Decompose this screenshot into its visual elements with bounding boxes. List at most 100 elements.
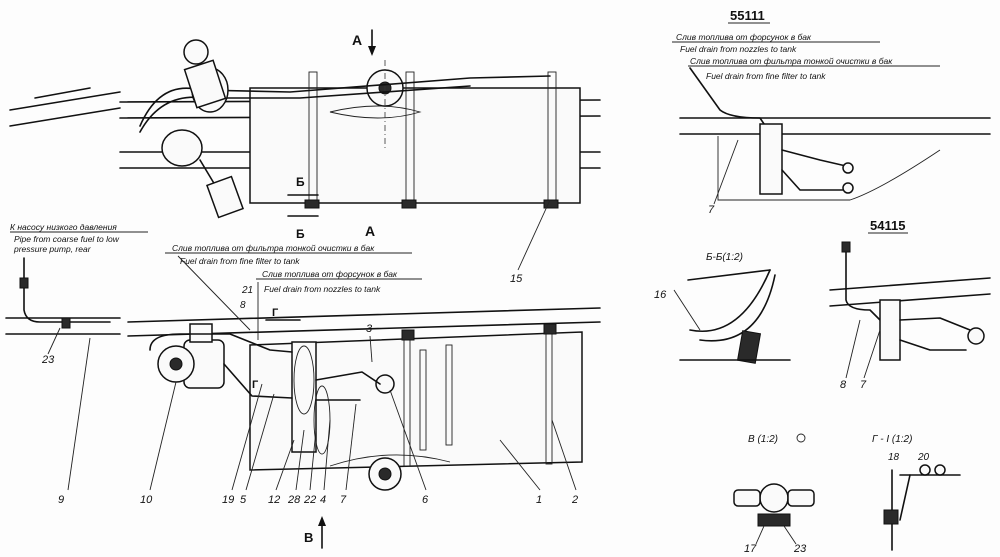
tank-filler-outline [329, 105, 422, 119]
leader-8r [845, 319, 861, 379]
section-marker-b-top: Б [296, 175, 305, 189]
callout-12: 12 [268, 494, 280, 506]
leader-19 [231, 383, 263, 491]
hose-clamp [206, 175, 244, 219]
callout-22: 22 [303, 494, 316, 506]
fitting [842, 162, 854, 174]
callout-21: 21 [241, 285, 253, 296]
coarse-filter-housing [183, 59, 227, 109]
callout-7-54115: 7 [860, 379, 867, 391]
view-g-nut [919, 464, 931, 476]
strap-top [543, 323, 557, 335]
label-filter-ru: Слив топлива от фильтра тонкой очистки в… [172, 243, 375, 253]
frame-rail-top-left [9, 91, 121, 127]
strap-foot [304, 199, 320, 209]
callout-19: 19 [222, 494, 234, 506]
strap-side-2 [419, 349, 427, 451]
label-r-filter-en: Fuel drain from fine filter to tank [706, 71, 826, 81]
section-frame-top [687, 269, 771, 281]
pump-top-view [161, 129, 203, 167]
view-marker-a-mid: А [365, 223, 375, 239]
arrow-head [318, 516, 326, 526]
fuel-tank-side-view [249, 331, 583, 471]
leader-28 [295, 429, 305, 491]
view-g-detail: Г - I (1:2) 18 20 [872, 434, 961, 551]
fitting-54115 [967, 327, 985, 345]
callout-16: 16 [654, 289, 667, 301]
strap-side-3 [445, 344, 453, 446]
frame-detail [34, 87, 91, 99]
leader-4 [323, 419, 331, 491]
drain-pipe-54115 [845, 249, 881, 321]
pipe-54115-1 [899, 317, 971, 331]
model-label-55111: 55111 [730, 8, 765, 23]
fitting [842, 182, 854, 194]
pump-hub [169, 357, 183, 371]
leader-23 [47, 327, 61, 355]
callout-7-55111: 7 [708, 204, 715, 216]
callout-23-view-v: 23 [793, 543, 807, 555]
leader-12 [275, 439, 295, 491]
view-g-clamp [883, 509, 899, 525]
leader-9 [67, 337, 91, 491]
leader-1 [499, 439, 541, 491]
view-v-fitting-left [733, 489, 761, 507]
pipe-side-3 [315, 371, 381, 385]
callout-23: 23 [41, 354, 55, 366]
arrow-head [368, 46, 376, 56]
strap-foot [401, 199, 417, 209]
callout-9: 9 [58, 494, 64, 506]
callout-2: 2 [571, 494, 578, 506]
pipe-55111-1 [781, 149, 847, 167]
label-pump-ru: К насосу низкого давления [10, 222, 117, 232]
leader-3 [369, 335, 373, 363]
callout-18: 18 [888, 452, 900, 463]
variant-54115: 54115 8 7 [829, 218, 991, 391]
filter-bottom-cap [378, 467, 392, 481]
callout-4: 4 [320, 494, 326, 506]
pipe-clip [19, 277, 29, 289]
callout-8: 8 [240, 300, 246, 311]
leader-10 [149, 381, 177, 491]
leader-v [755, 525, 797, 545]
section-line-b [287, 194, 319, 217]
fuel-pipe-top [139, 75, 551, 127]
bracket-outline [717, 136, 941, 201]
callout-1: 1 [536, 494, 542, 506]
label-filter-en: Fuel drain from fine filter to tank [180, 256, 300, 266]
leader-2 [551, 419, 577, 491]
leader-7 [345, 403, 357, 491]
view-marker-g-mid: Г [252, 379, 259, 391]
callout-15: 15 [510, 273, 523, 285]
pipe-clip [61, 317, 71, 329]
drain-fitting [375, 374, 395, 394]
callout-17: 17 [744, 543, 757, 555]
label-pump-en-1: Pipe from coarse fuel to low [14, 234, 120, 244]
label-r-filter-ru: Слив топлива от фильтра тонкой очистки в… [690, 56, 893, 66]
variant-55111: 55111 Слив топлива от форсунок в бак Fue… [672, 8, 991, 216]
filter-54115 [879, 299, 901, 361]
view-label-v: В (1:2) [748, 434, 778, 445]
leader-22 [309, 429, 317, 491]
label-nozzles-ru: Слив топлива от форсунок в бак [262, 269, 398, 279]
fuel-tank-top-view [249, 87, 581, 204]
leader-7r2 [863, 329, 881, 379]
view-g-pipe [899, 474, 911, 521]
low-pressure-pipe-assembly: К насосу низкого давления Pipe from coar… [5, 222, 148, 506]
leader-5 [245, 393, 275, 491]
section-marker-b-bottom: Б [296, 227, 305, 241]
pipe-side-1 [149, 333, 293, 353]
callout-28: 28 [287, 494, 301, 506]
leader-6 [389, 389, 427, 491]
filter-element [293, 345, 315, 415]
frame-rail-54115 [829, 277, 991, 307]
top-view-assembly: А Б Б А [9, 29, 601, 241]
strap-foot [543, 199, 559, 209]
callout-8-54115: 8 [840, 379, 847, 391]
view-v-filter [759, 483, 789, 513]
view-marker-g-top: Г [272, 307, 279, 319]
view-symbol [796, 433, 806, 443]
callout-3: 3 [366, 323, 373, 335]
callout-5: 5 [240, 494, 247, 506]
